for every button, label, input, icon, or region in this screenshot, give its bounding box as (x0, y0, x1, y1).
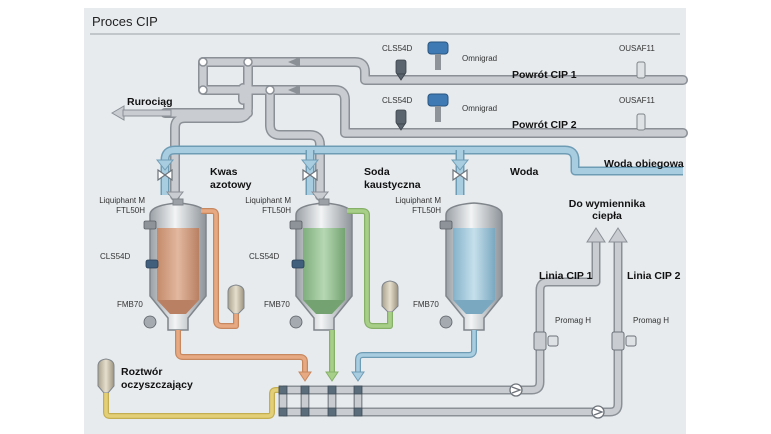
label-to-heat-exchanger-line1: Do wymiennika (568, 198, 646, 210)
tank-water (445, 202, 503, 331)
label-level-switch-acid-model: FTL50H (116, 206, 145, 215)
product-pipes (103, 208, 477, 419)
tank-conductivity-sensors (145, 259, 305, 269)
label-cleaning-solution-line2: oczyszczający (121, 379, 193, 391)
label-recirculation-water: Woda obiegowa (604, 158, 684, 170)
label-level-switch-water: Liquiphant M FTL50H (387, 196, 441, 216)
label-cls-return-1: CLS54D (382, 44, 413, 53)
ousaf-sensors (636, 61, 646, 131)
label-return-cip-1: Powrót CIP 1 (512, 69, 577, 81)
flow-arrow (288, 85, 300, 95)
label-promag-2: Promag H (633, 316, 670, 325)
label-to-heat-exchanger: Do wymiennika ciepła (560, 198, 654, 222)
label-level-switch-caustic-name: Liquiphant M (245, 196, 291, 205)
pressure-transmitters (143, 315, 453, 329)
label-pressure-caustic: FMB70 (264, 300, 290, 309)
label-ousaf-1: OUSAF11 (619, 44, 655, 53)
label-level-switch-acid: Liquiphant M FTL50H (91, 196, 145, 216)
label-pressure-water: FMB70 (413, 300, 439, 309)
drain-arrow (111, 105, 172, 121)
label-cip-line-2: Linia CIP 2 (627, 270, 681, 282)
label-caustic-soda-line2: kaustyczna (364, 179, 421, 191)
label-level-switch-acid-name: Liquiphant M (99, 196, 145, 205)
label-cip-line-1: Linia CIP 1 (539, 270, 593, 282)
label-pressure-acid: FMB70 (117, 300, 143, 309)
tank-nitric-acid (149, 198, 207, 331)
label-level-switch-caustic: Liquiphant M FTL50H (237, 196, 291, 216)
label-promag-1: Promag H (555, 316, 592, 325)
recirculation-water-pipe (160, 145, 683, 195)
label-nitric-acid-line2: azotowy (210, 179, 252, 191)
label-cleaning-solution: Roztwór oczyszczający (121, 366, 193, 392)
dosing-tank-caustic (381, 280, 399, 313)
return-arrows (165, 191, 330, 203)
diagram-title: Proces CIP (92, 14, 158, 29)
label-caustic-soda: Soda kaustyczna (364, 166, 421, 192)
flow-arrow (288, 57, 300, 67)
tank-caustic-soda (295, 198, 353, 331)
label-omnigrad-2: Omnigrad (462, 104, 498, 113)
label-omnigrad-1: Omnigrad (462, 54, 498, 63)
label-level-switch-caustic-model: FTL50H (262, 206, 291, 215)
junctions (198, 57, 275, 95)
pumps (509, 383, 605, 419)
label-ousaf-2: OUSAF11 (619, 96, 655, 105)
label-caustic-soda-line1: Soda (364, 166, 390, 178)
conductivity-sensors (395, 59, 407, 131)
label-nitric-acid-line1: Kwas (210, 166, 238, 178)
label-conductivity-acid: CLS54D (100, 252, 131, 261)
label-cls-return-2: CLS54D (382, 96, 413, 105)
manifold-valves (278, 385, 363, 417)
label-level-switch-water-name: Liquiphant M (395, 196, 441, 205)
label-level-switch-water-model: FTL50H (412, 206, 441, 215)
promag-flowmeters (533, 331, 637, 351)
cleaning-solution-tank (97, 358, 115, 394)
level-switches (143, 220, 453, 230)
omnigrad-sensors (427, 41, 449, 122)
label-cleaning-solution-line1: Roztwór (121, 366, 163, 378)
label-conductivity-caustic: CLS54D (249, 252, 280, 261)
cip-outlet-arrows (586, 227, 628, 243)
feed-arrows (155, 159, 470, 171)
label-nitric-acid: Kwas azotowy (210, 166, 251, 192)
label-drain: Rurociąg (127, 96, 173, 108)
water-valves (157, 168, 468, 182)
label-to-heat-exchanger-line2: ciepła (592, 210, 622, 222)
label-water-tank: Woda (510, 166, 539, 178)
dosing-tank-acid (227, 284, 245, 315)
label-return-cip-2: Powrót CIP 2 (512, 119, 577, 131)
cip-manifold (278, 240, 623, 417)
